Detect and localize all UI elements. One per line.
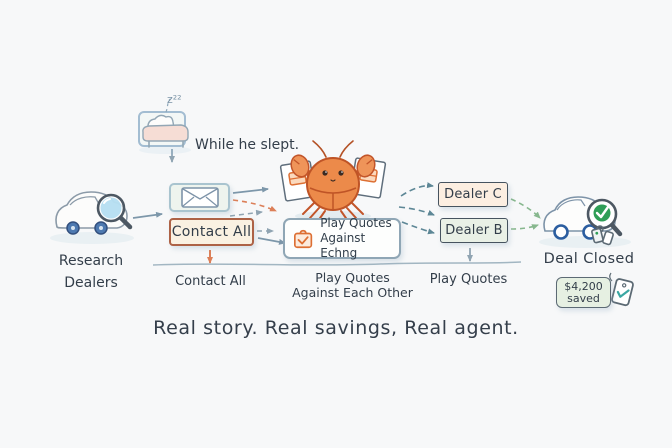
- key-icon: [591, 225, 614, 246]
- arrow-crab-to-dealer-c: [400, 182, 434, 197]
- arrow-dealer-c-to-car: [510, 198, 541, 219]
- arrow-car-to-envelope: [132, 211, 163, 219]
- price-tag-icon: [609, 272, 634, 307]
- bed-sleep-icon: [138, 98, 189, 148]
- arrow-playbox-to-dealer-b: [401, 221, 435, 235]
- arrow-envelope-gray-dashed: [229, 209, 263, 217]
- arrow-crab-to-dealer-b-upper: [398, 206, 435, 216]
- crab-mascot: [279, 140, 387, 222]
- car-search-icon: [55, 191, 133, 235]
- timeline-line: [152, 261, 522, 266]
- arrow-contact-solid: [257, 237, 286, 245]
- car-check-icon: [543, 196, 623, 246]
- arrow-dealer-b-to-car: [510, 224, 539, 230]
- check-magnifier-icon: [586, 198, 623, 237]
- arrow-envelope-solid: [232, 186, 269, 194]
- arrow-envelope-orange-dashed: [232, 199, 277, 212]
- magnifier-icon: [96, 193, 133, 230]
